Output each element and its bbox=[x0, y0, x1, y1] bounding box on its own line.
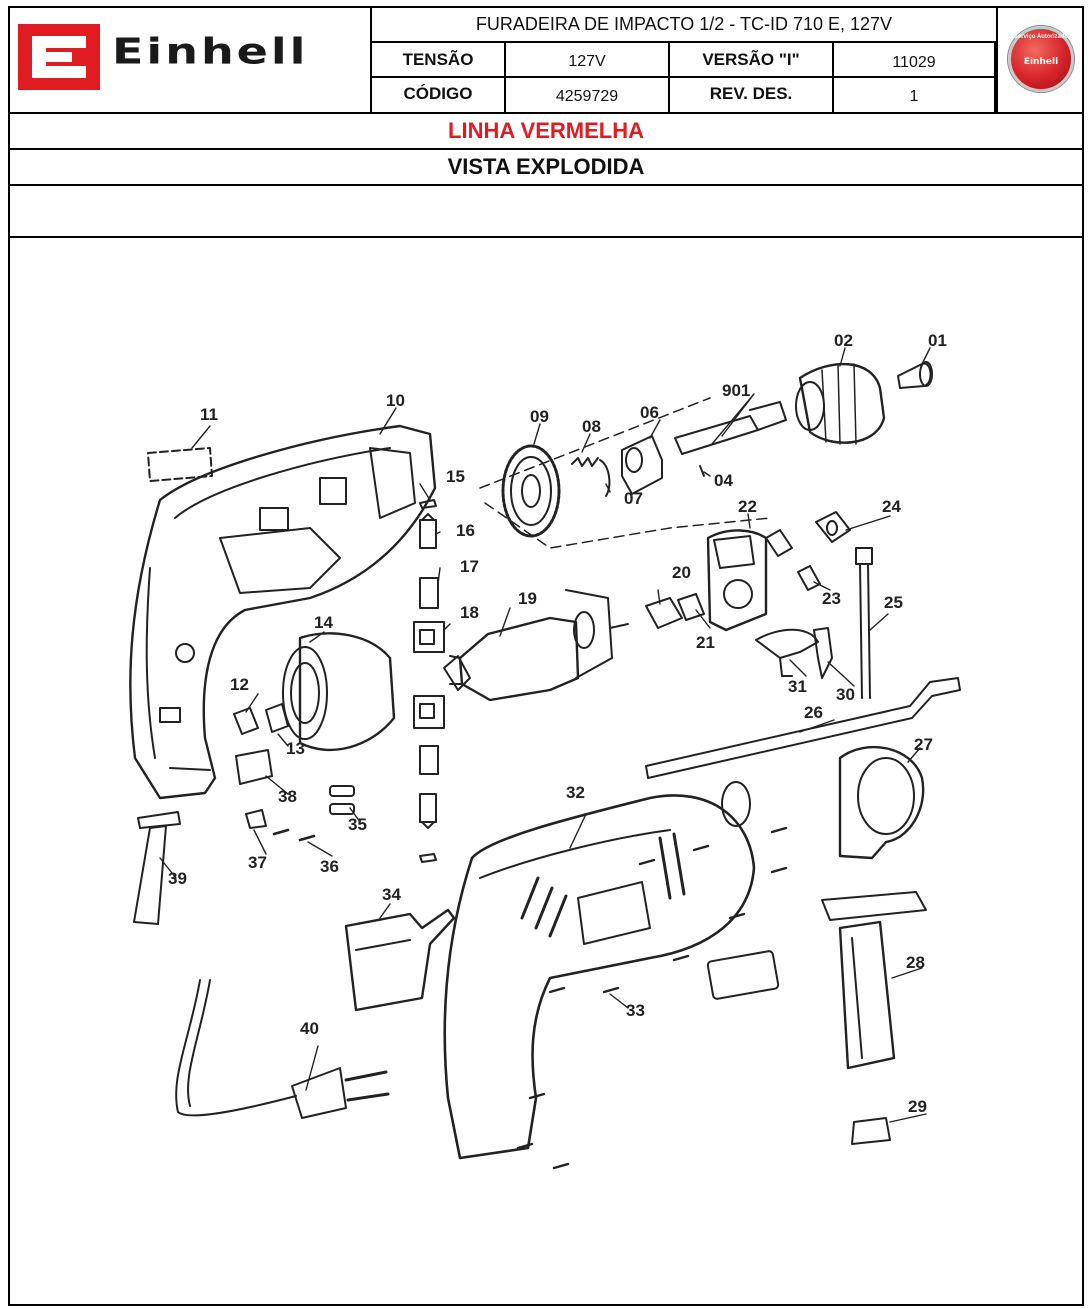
spindle-axis-line bbox=[479, 397, 711, 489]
cap-29-shape bbox=[851, 1117, 891, 1145]
part-label-18: 18 bbox=[460, 603, 479, 622]
exploded-view-drawing: 01 02 901 04 06 07 08 09 10 11 12 13 14 … bbox=[10, 238, 1082, 1304]
clamp-30-shape bbox=[813, 627, 833, 679]
part-label-08: 08 bbox=[582, 417, 601, 436]
aux-handle-28-shape bbox=[821, 891, 927, 1070]
assembly-axis-line bbox=[484, 502, 771, 549]
label-revision: REV. DES. bbox=[670, 78, 834, 112]
part-label-23: 23 bbox=[822, 589, 841, 608]
part-label-28: 28 bbox=[906, 953, 925, 972]
gear-housing-shape bbox=[706, 529, 768, 632]
screws-33-shape bbox=[516, 826, 788, 1170]
aux-clamp-27-shape bbox=[838, 745, 925, 860]
view-title: VISTA EXPLODIDA bbox=[10, 150, 1082, 186]
leader-lines bbox=[159, 347, 931, 1123]
part-label-22: 22 bbox=[738, 497, 757, 516]
circlip-shape bbox=[599, 459, 611, 497]
spindle-shape bbox=[674, 401, 787, 455]
part-label-33: 33 bbox=[626, 1001, 645, 1020]
brush-holder-lower-shape bbox=[413, 695, 445, 863]
part-label-16: 16 bbox=[456, 521, 475, 540]
housing-half-shape bbox=[129, 424, 437, 800]
rod-25-shape bbox=[855, 547, 873, 699]
authorized-service-seal-icon: Serviço Autorizado Einhell bbox=[1008, 26, 1074, 92]
bearing-20-shape bbox=[645, 597, 683, 629]
label-voltage: TENSÃO bbox=[372, 43, 506, 78]
part-label-37: 37 bbox=[248, 853, 267, 872]
part-label-14: 14 bbox=[314, 613, 333, 632]
value-code: 4259729 bbox=[506, 78, 670, 112]
part-label-10: 10 bbox=[386, 391, 405, 410]
part-label-24: 24 bbox=[882, 497, 901, 516]
part-label-26: 26 bbox=[804, 703, 823, 722]
small-parts-shape bbox=[233, 703, 355, 842]
part-label-25: 25 bbox=[884, 593, 903, 612]
lever-31-shape bbox=[755, 628, 819, 677]
einhell-emblem-icon bbox=[18, 24, 100, 90]
part-label-15: 15 bbox=[446, 467, 465, 486]
part-label-901: 901 bbox=[722, 381, 750, 400]
power-cord-40-shape bbox=[175, 979, 390, 1119]
cable-sleeve-39-shape bbox=[133, 811, 181, 925]
label-code: CÓDIGO bbox=[372, 78, 506, 112]
armature-shape bbox=[443, 589, 629, 702]
key-shape bbox=[699, 465, 705, 477]
part-label-32: 32 bbox=[566, 783, 585, 802]
part-label-12: 12 bbox=[230, 675, 249, 694]
part-label-07: 07 bbox=[624, 489, 643, 508]
part-label-19: 19 bbox=[518, 589, 537, 608]
part-label-35: 35 bbox=[348, 815, 367, 834]
part-label-38: 38 bbox=[278, 787, 297, 806]
value-version: 11029 bbox=[834, 43, 996, 78]
brand-logo: Einhell bbox=[10, 8, 372, 112]
value-revision: 1 bbox=[834, 78, 996, 112]
blank-row bbox=[10, 186, 1082, 238]
part-label-17: 17 bbox=[460, 557, 479, 576]
part-label-20: 20 bbox=[672, 563, 691, 582]
label-version: VERSÃO "I" bbox=[670, 43, 834, 78]
seal-ring-text: Serviço Autorizado bbox=[1013, 34, 1069, 40]
part-label-30: 30 bbox=[836, 685, 855, 704]
label-plate-shape bbox=[147, 447, 213, 482]
part-label-31: 31 bbox=[788, 677, 807, 696]
part-label-02: 02 bbox=[834, 331, 853, 350]
spring-shape bbox=[571, 457, 599, 467]
product-line-label: LINHA VERMELHA bbox=[10, 114, 1082, 150]
part-label-11: 11 bbox=[200, 405, 218, 424]
parts-sheet: Einhell FURADEIRA DE IMPACTO 1/2 - TC-ID… bbox=[8, 6, 1084, 1306]
part-label-27: 27 bbox=[914, 735, 933, 754]
product-title: FURADEIRA DE IMPACTO 1/2 - TC-ID 710 E, … bbox=[372, 8, 996, 43]
part-label-29: 29 bbox=[908, 1097, 927, 1116]
part-label-21: 21 bbox=[696, 633, 715, 652]
part-label-36: 36 bbox=[320, 857, 339, 876]
brand-wordmark: Einhell bbox=[112, 30, 309, 73]
header-table: Einhell FURADEIRA DE IMPACTO 1/2 - TC-ID… bbox=[10, 8, 1082, 114]
part-label-04: 04 bbox=[714, 471, 733, 490]
chuck-screw-shape bbox=[897, 361, 933, 389]
bearing-shape bbox=[621, 435, 663, 495]
part-label-09: 09 bbox=[530, 407, 549, 426]
part-label-13: 13 bbox=[286, 739, 305, 758]
part-label-34: 34 bbox=[382, 885, 401, 904]
bearing-23-shape bbox=[765, 529, 821, 591]
part-label-40: 40 bbox=[300, 1019, 319, 1038]
stator-shape bbox=[282, 632, 396, 751]
value-voltage: 127V bbox=[506, 43, 670, 78]
main-housing-32-shape bbox=[443, 781, 780, 1160]
exploded-view-svg: 01 02 901 04 06 07 08 09 10 11 12 13 14 … bbox=[129, 331, 961, 1170]
washer-21-shape bbox=[677, 593, 705, 621]
switch-34-shape bbox=[344, 908, 456, 1012]
depth-stop-26-shape bbox=[645, 677, 961, 779]
service-seal: Serviço Autorizado Einhell bbox=[996, 8, 1082, 112]
part-label-06: 06 bbox=[640, 403, 659, 422]
seal-brand: Einhell bbox=[1023, 57, 1059, 67]
chuck-shape bbox=[795, 362, 886, 445]
part-label-39: 39 bbox=[168, 869, 187, 888]
part-label-01: 01 bbox=[928, 331, 947, 350]
part-numbers: 01 02 901 04 06 07 08 09 10 11 12 13 14 … bbox=[168, 331, 947, 1116]
nut-24-shape bbox=[815, 511, 851, 543]
gear-shape bbox=[501, 444, 561, 538]
